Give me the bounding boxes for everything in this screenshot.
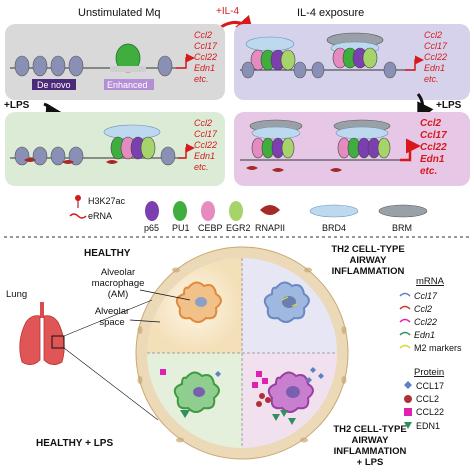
space-line-2: space — [99, 317, 124, 328]
macrophage-th2 — [263, 281, 310, 323]
legend-rnapii: RNAPII — [255, 223, 285, 233]
brd4-icon — [309, 204, 359, 218]
gene-ccl22-lps: Ccl22 — [194, 140, 217, 150]
gene-ccl2: Ccl2 — [194, 30, 212, 40]
th2-bottom-line-1: TH2 CELL-TYPE — [333, 424, 406, 435]
protein-ccl17: CCL17 — [416, 381, 444, 391]
brm-icon — [378, 204, 428, 218]
enhanced-label-box — [104, 79, 154, 90]
th2-bottom-line-4: + LPS — [357, 457, 384, 468]
gene-ccl17-il4-lps: Ccl17 — [420, 130, 447, 141]
gene-etc-lps: etc. — [194, 162, 209, 172]
am-line-1: Alveolar — [101, 267, 135, 278]
protein-title: Protein — [414, 367, 444, 378]
legend: H3K27ac eRNA p65 PU1 CEBP EGR2 RNAPII BR… — [69, 195, 428, 233]
ccl2-protein-icon — [404, 395, 412, 403]
gene-edn1-il4: Edn1 — [424, 63, 445, 73]
gene-ccl2-il4: Ccl2 — [424, 30, 442, 40]
gene-ccl17: Ccl17 — [194, 41, 218, 51]
gene-ccl22: Ccl22 — [194, 52, 217, 62]
protein-ccl2: CCL2 — [416, 394, 439, 404]
ccl17-protein-icon — [404, 381, 412, 389]
gene-etc-il4: etc. — [424, 74, 439, 84]
legend-erna: eRNA — [88, 211, 112, 221]
egr2-icon — [229, 201, 243, 221]
gene-ccl17-lps: Ccl17 — [194, 129, 218, 139]
lung-icon — [19, 302, 65, 365]
panel-unstimulated: De novo Enhanced Ccl2 Ccl17 Ccl22 Edn1 e… — [5, 24, 225, 100]
mrna-ccl17: Ccl17 — [414, 291, 438, 301]
zoom-line-top — [63, 299, 153, 337]
lung-label: Lung — [6, 289, 27, 300]
alveolus — [135, 246, 349, 460]
de-novo-label-box — [32, 79, 76, 90]
healthy-label: HEALTHY — [84, 248, 131, 259]
erna-icon — [69, 213, 87, 219]
edn1-protein-icon — [404, 422, 412, 429]
gene-edn1-il4-lps: Edn1 — [420, 154, 445, 165]
space-pointer — [129, 319, 161, 323]
gene-ccl2-lps: Ccl2 — [194, 118, 212, 128]
th2-top-line-3: INFLAMMATION — [332, 266, 405, 277]
th2-top-line-2: AIRWAY — [350, 255, 388, 266]
gene-ccl22-il4-lps: Ccl22 — [420, 142, 447, 153]
p65-icon — [145, 201, 159, 221]
mrna-legend: mRNA Ccl17 Ccl2 Ccl22 Edn1 M2 markers — [399, 276, 462, 353]
pu1-icon — [173, 201, 187, 221]
cebp-icon — [201, 201, 215, 221]
healthy-lps-label: HEALTHY + LPS — [36, 438, 113, 449]
th2-top-line-1: TH2 CELL-TYPE — [331, 244, 404, 255]
mrna-m2-markers: M2 markers — [414, 343, 462, 353]
gene-ccl22-il4: Ccl22 — [424, 52, 447, 62]
th2-bottom-line-2: AIRWAY — [352, 435, 390, 446]
protein-ccl22: CCL22 — [416, 407, 444, 417]
de-novo-label: De novo — [37, 80, 71, 90]
protein-legend: Protein CCL17 CCL2 CCL22 EDN1 — [404, 367, 444, 431]
gene-edn1: Edn1 — [194, 63, 215, 73]
rnapii-icon — [260, 205, 280, 215]
h3k27ac-icon — [75, 195, 81, 208]
space-line-1: Alveolar — [95, 306, 129, 317]
right-title: IL-4 exposure — [297, 7, 364, 19]
mrna-ccl22: Ccl22 — [414, 317, 437, 327]
legend-cebp: CEBP — [198, 223, 223, 233]
il4-arrow-label: +IL-4 — [216, 6, 240, 17]
gene-ccl17-il4: Ccl17 — [424, 41, 448, 51]
panel-il4-lps: Ccl2 Ccl17 Ccl22 Edn1 etc. — [234, 112, 470, 186]
panel-lps: Ccl2 Ccl17 Ccl22 Edn1 etc. — [5, 112, 225, 186]
legend-brm: BRM — [392, 223, 412, 233]
zoom-line-bottom — [63, 347, 159, 421]
legend-pu1: PU1 — [172, 223, 190, 233]
lps-label-right: +LPS — [436, 100, 462, 111]
gene-ccl2-il4-lps: Ccl2 — [420, 118, 442, 129]
th2-bottom-line-3: INFLAMMATION — [334, 446, 407, 457]
mrna-ccl2: Ccl2 — [414, 304, 432, 314]
am-line-2: macrophage — [92, 278, 145, 289]
ccl22-protein-icon — [404, 408, 412, 416]
am-line-3: (AM) — [108, 289, 129, 300]
enhanced-label: Enhanced — [107, 80, 148, 90]
panel-il4: Ccl2 Ccl17 Ccl22 Edn1 etc. — [234, 24, 470, 100]
gene-etc-il4-lps: etc. — [420, 166, 437, 177]
left-title: Unstimulated Mq — [78, 7, 161, 19]
gene-etc: etc. — [194, 74, 209, 84]
legend-h3k27ac: H3K27ac — [88, 196, 126, 206]
legend-p65: p65 — [144, 223, 159, 233]
mrna-edn1: Edn1 — [414, 330, 435, 340]
macrophage-th2-lps — [252, 367, 324, 425]
macrophage-healthy — [175, 281, 222, 323]
mrna-title: mRNA — [416, 276, 445, 287]
macrophage-healthy-lps — [160, 369, 221, 418]
gene-edn1-lps: Edn1 — [194, 151, 215, 161]
am-pointer — [139, 289, 191, 301]
protein-edn1: EDN1 — [416, 421, 440, 431]
legend-egr2: EGR2 — [226, 223, 251, 233]
legend-brd4: BRD4 — [322, 223, 346, 233]
lps-label-left: +LPS — [4, 100, 30, 111]
